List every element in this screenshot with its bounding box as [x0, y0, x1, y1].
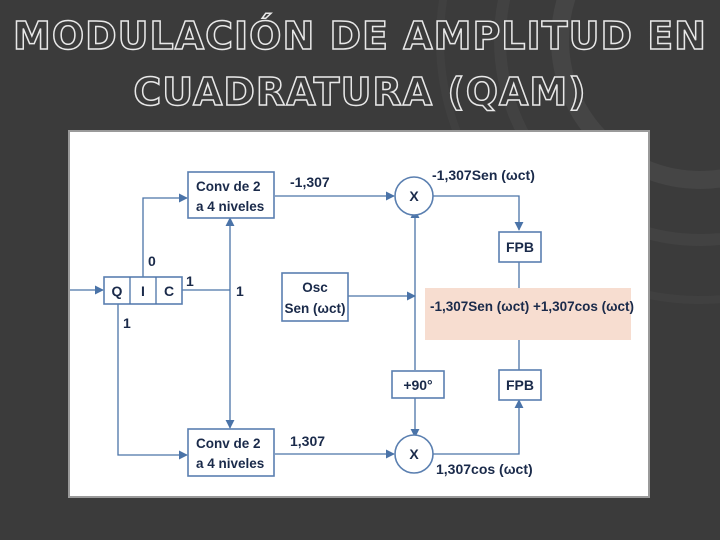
phase-shifter-label: +90° [403, 377, 432, 393]
slide-title-line-1: MODULACIÓN DE AMPLITUD EN [12, 13, 707, 59]
filter-bottom: FPB [498, 369, 542, 401]
bit-label-q: 0 [148, 253, 156, 269]
bit-label-c: 1 [186, 273, 194, 289]
converter-top-line1: Conv de 2 [196, 179, 261, 194]
register-bit-q: Q [112, 283, 123, 299]
output-top-label: -1,307Sen (ωct) [432, 167, 535, 183]
filter-bottom-label: FPB [506, 377, 534, 393]
output-bottom-label: 1,307cos (ωct) [436, 461, 533, 477]
converter-bottom-line2: a 4 niveles [196, 456, 264, 471]
converter-top-line2: a 4 niveles [196, 199, 264, 214]
filter-top-label: FPB [506, 239, 534, 255]
level-bottom: 1,307 [290, 433, 325, 449]
sum-result: -1,307Sen (ωct) +1,307cos (ωct) [430, 299, 634, 314]
phase-shifter: +90° [391, 370, 445, 399]
bit-label-c-out: 1 [236, 283, 244, 299]
oscillator: Osc Sen (ωct) [281, 272, 349, 322]
register-bit-c: C [164, 283, 174, 299]
level-top: -1,307 [290, 174, 330, 190]
register-bit-i: I [141, 283, 145, 299]
bit-label-i: 1 [123, 315, 131, 331]
mixer-bottom-symbol: X [409, 446, 419, 462]
sum-highlight [425, 288, 631, 340]
converter-top: Conv de 2 a 4 niveles [187, 171, 275, 219]
converter-bottom-line1: Conv de 2 [196, 436, 261, 451]
oscillator-line2: Sen (ωct) [285, 301, 346, 316]
input-register: Q I C [103, 276, 183, 305]
oscillator-line1: Osc [302, 280, 328, 295]
filter-top: FPB [498, 231, 542, 263]
converter-bottom: Conv de 2 a 4 niveles [187, 428, 275, 477]
signal-wires [70, 191, 524, 460]
mixer-bottom: X [394, 434, 434, 474]
mixer-top: X [394, 176, 434, 216]
slide-title-line-2: CUADRATURA (QAM) [133, 69, 587, 115]
mixer-top-symbol: X [409, 188, 419, 204]
